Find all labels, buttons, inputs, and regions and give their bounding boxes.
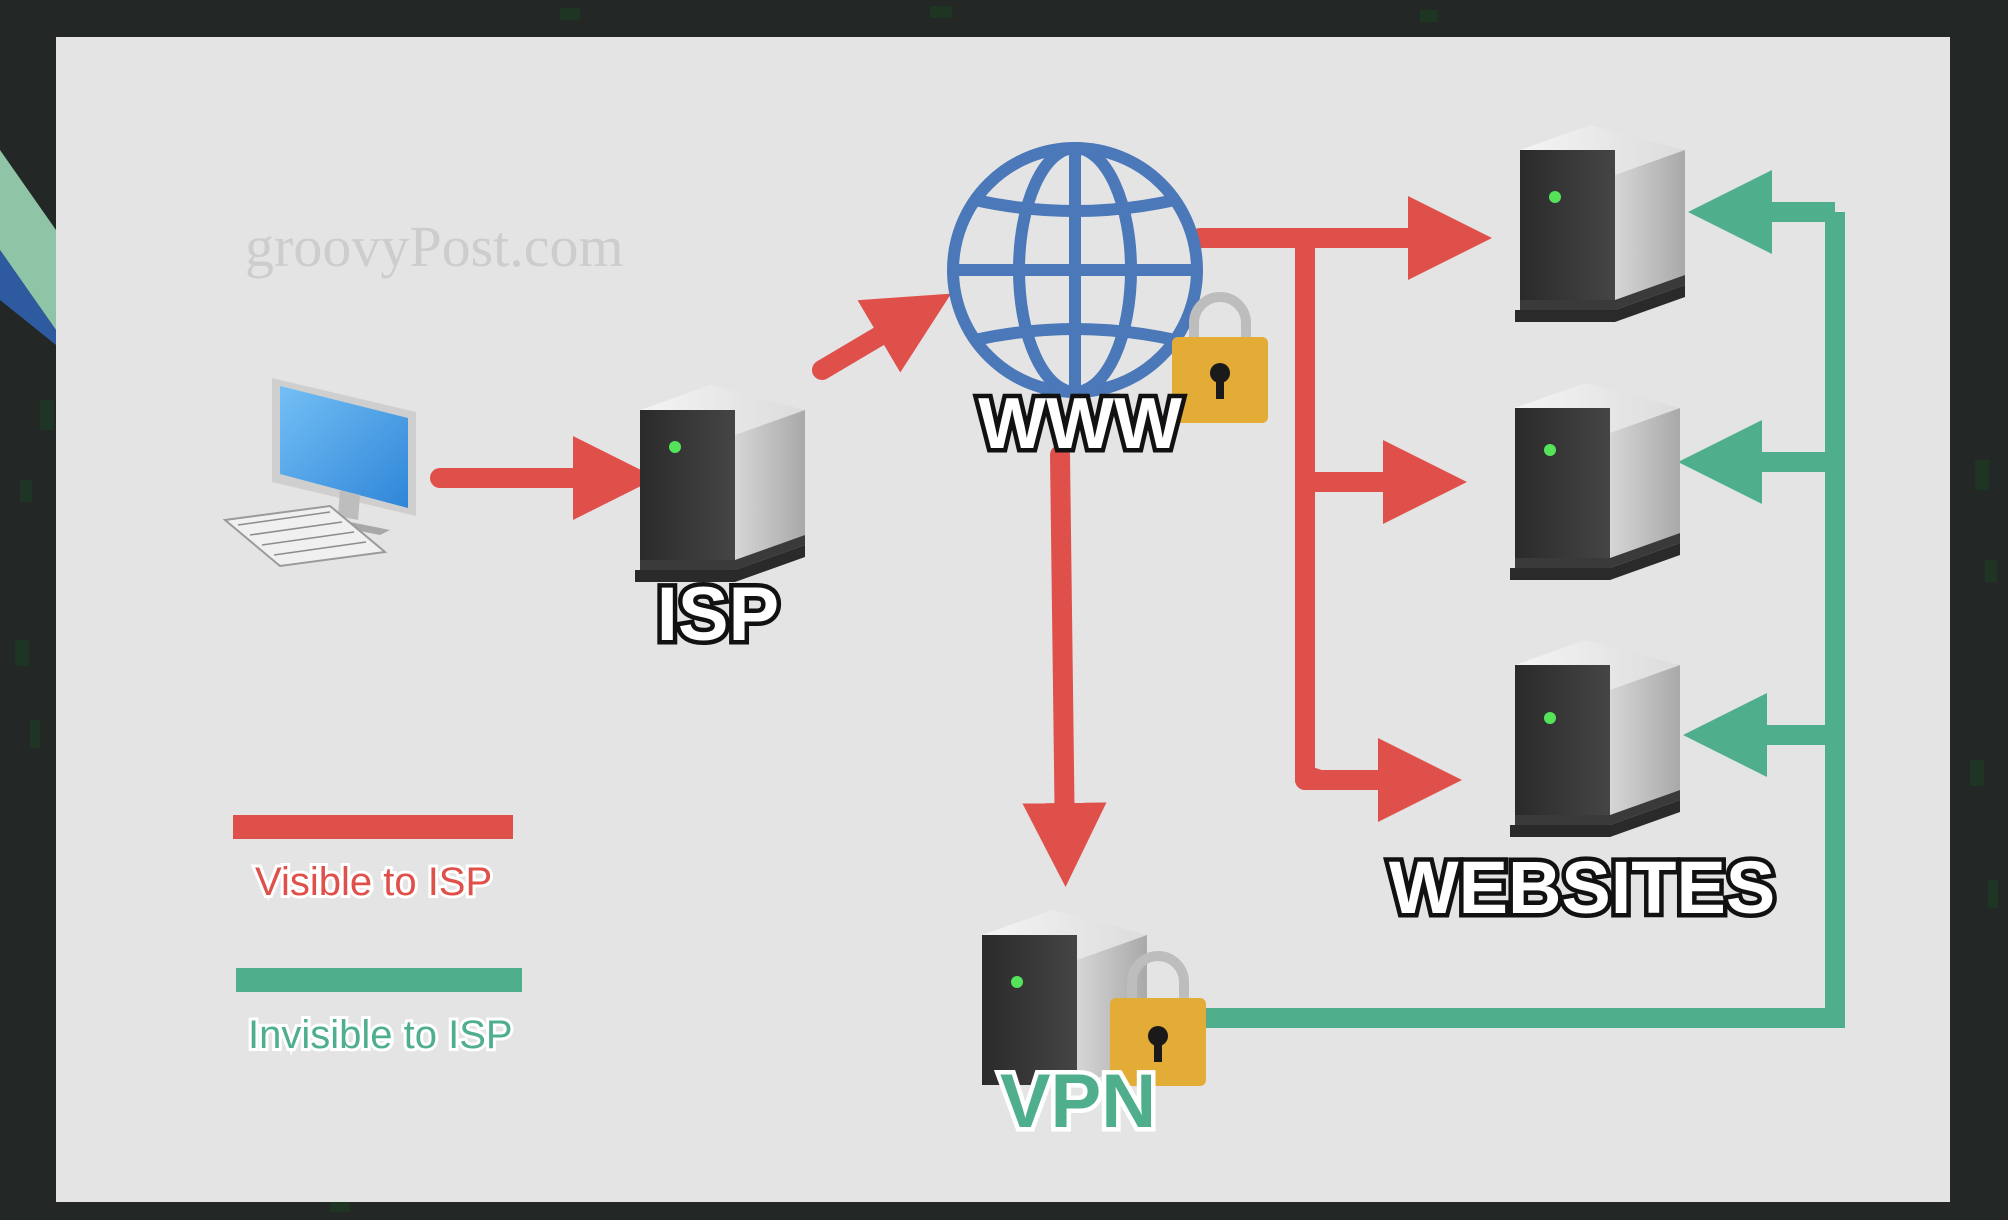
invisible-connections	[1180, 170, 1845, 1028]
vpn-tunnel-line	[1180, 212, 1845, 1028]
node-labels: ISP WWW WEBSITES VPN	[652, 380, 1779, 1149]
label-isp: ISP	[657, 572, 780, 657]
website-server-icon-2	[1510, 383, 1680, 580]
legend-invisible-swatch	[236, 968, 522, 992]
arrow-isp-to-www	[812, 293, 952, 380]
watermark: groovyPost.com	[245, 214, 624, 279]
label-www: WWW	[978, 384, 1182, 464]
visible-connections	[430, 196, 1492, 887]
corner-decoration	[0, 150, 56, 330]
legend-visible-label: Visible to ISP	[255, 860, 492, 904]
arrow-www-to-vpn	[1022, 445, 1107, 887]
matrix-background	[15, 6, 1998, 1212]
computer-icon	[222, 378, 416, 568]
label-websites: WEBSITES	[1389, 846, 1775, 929]
www-lock-icon	[1172, 292, 1268, 423]
legend: Visible to ISP Invisible to ISP	[233, 815, 522, 1060]
website-server-icon-1	[1515, 125, 1685, 322]
corner-decoration-dark	[0, 250, 56, 345]
globe-icon	[947, 142, 1203, 398]
legend-visible-swatch	[233, 815, 513, 839]
isp-server-icon	[635, 385, 805, 582]
website-server-icon-3	[1510, 640, 1680, 837]
label-vpn: VPN	[1000, 1059, 1156, 1144]
legend-invisible-label: Invisible to ISP	[248, 1013, 513, 1057]
vpn-lock-icon	[1110, 951, 1206, 1086]
